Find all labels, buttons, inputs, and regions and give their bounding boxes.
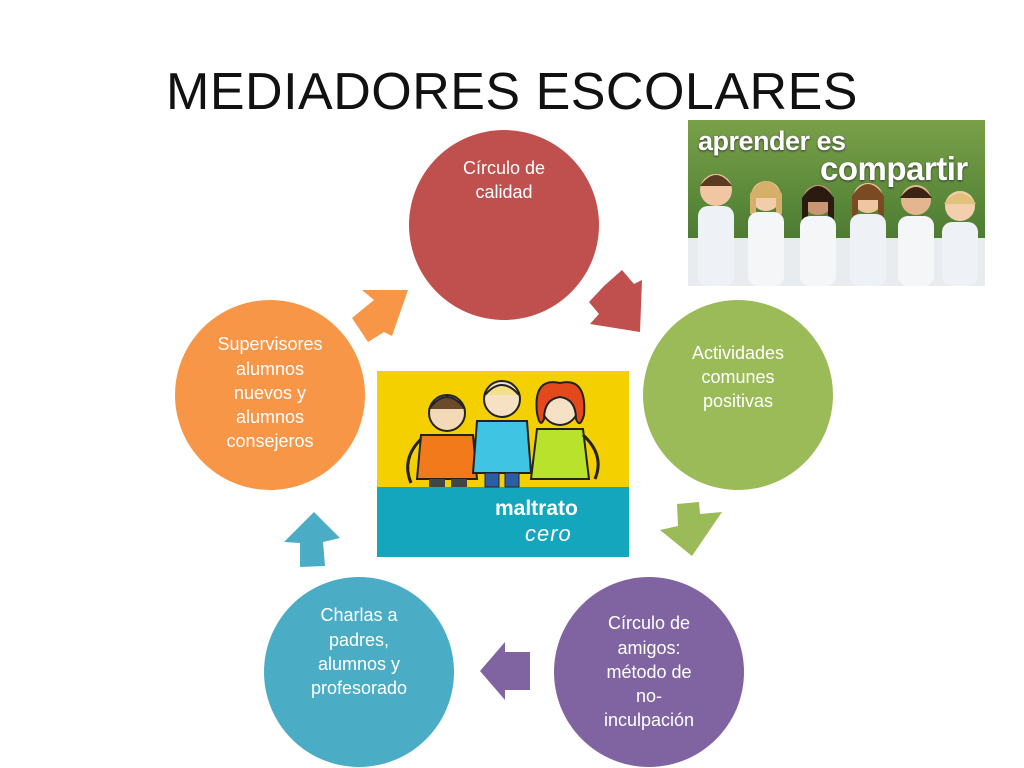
arrow-blue — [284, 512, 340, 567]
node-charlas: Charlas a padres, alumnos y profesorado — [264, 577, 454, 767]
node-label: Actividades comunes positivas — [691, 342, 785, 412]
node-supervisores: Supervisores alumnos nuevos y alumnos co… — [175, 300, 365, 490]
node-circulo-de-calidad: Círculo de calidad — [409, 130, 599, 320]
node-circulo-de-amigos: Círculo de amigos: método de no- inculpa… — [554, 577, 744, 767]
node-label: Círculo de amigos: método de no- inculpa… — [603, 613, 695, 731]
aprender-es-compartir-photo: aprender es compartir — [688, 120, 985, 286]
arrow-green — [660, 502, 722, 556]
logo-top-edge — [377, 369, 629, 371]
photo-caption-line1: aprender es — [698, 126, 846, 156]
node-label: Supervisores alumnos nuevos y alumnos co… — [217, 334, 323, 452]
node-actividades-comunes: Actividades comunes positivas — [643, 300, 833, 490]
maltrato-cero-logo: maltrato cero — [377, 369, 629, 557]
cartoon-kids-illustration — [406, 380, 600, 488]
arrow-red — [589, 270, 642, 332]
photo-caption-line2: compartir — [820, 150, 968, 187]
logo-teal-band — [377, 487, 629, 557]
node-label: Círculo de calidad — [462, 157, 546, 202]
node-label: Charlas a padres, alumnos y profesorado — [310, 605, 408, 699]
arrow-orange — [352, 290, 408, 342]
children-group-illustration — [688, 174, 985, 286]
logo-word-cero: cero — [525, 521, 572, 546]
arrow-purple — [480, 642, 530, 700]
logo-word-maltrato: maltrato — [495, 497, 578, 520]
slide-title: MEDIADORES ESCOLARES — [166, 63, 858, 121]
